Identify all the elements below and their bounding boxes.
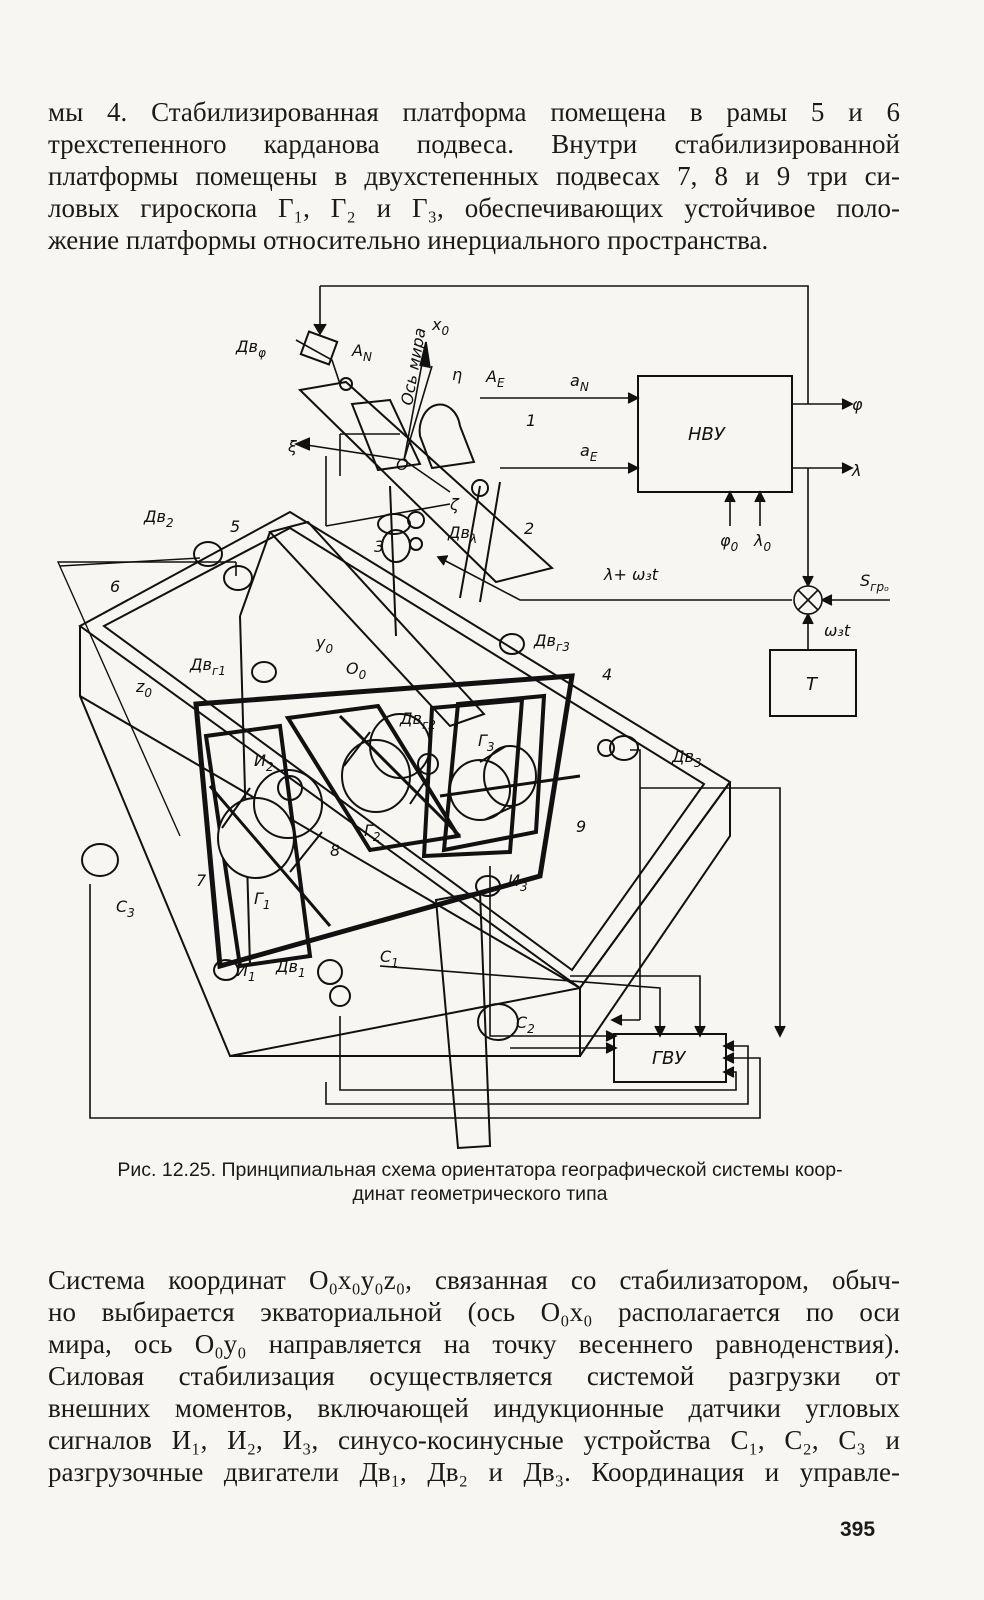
label-y0: y0 (315, 633, 333, 656)
label-dv-lambda: Двλ (447, 523, 477, 546)
stabilized-platform-4 (193, 673, 575, 970)
label-i3: И3 (508, 871, 528, 894)
paragraph-bottom: Система координат O₀x₀y₀z₀, связанная со… (48, 1264, 900, 1488)
label-1: 1 (526, 411, 536, 430)
label-4: 4 (602, 665, 612, 684)
nvu-label: НВУ (688, 424, 726, 445)
label-dv2: Дв2 (143, 507, 174, 530)
label-in-phi0: φ0 (720, 531, 739, 554)
label-o: O (396, 455, 409, 474)
label-3: 3 (374, 537, 384, 556)
text-line: платформы помещены в двухстепенных подве… (48, 161, 900, 191)
label-g1: Г1 (254, 889, 271, 912)
label-a-e: AE (485, 367, 505, 390)
label-in-lambda0: λ0 (753, 531, 771, 554)
figure-caption: Рис. 12.25. Принципиальная схема ориента… (40, 1158, 920, 1206)
nvu-block (637, 375, 793, 493)
accelerometer-platform-1 (295, 330, 555, 637)
label-7: 7 (196, 871, 207, 890)
label-8: 8 (330, 841, 340, 860)
gyro-rotors (208, 713, 581, 927)
paragraph-top: мы 4. Стабилизированная платформа помеще… (48, 96, 900, 256)
label-c1: C1 (380, 947, 399, 970)
label-a-n: AN (351, 341, 372, 364)
label-s-grp: Sгрₒ (860, 571, 889, 594)
label-sig-ae: aE (580, 441, 598, 464)
label-6: 6 (110, 577, 120, 596)
label-z0: z0 (135, 677, 152, 700)
label-dv1: Дв1 (275, 957, 306, 980)
label-xi: ξ (287, 437, 298, 456)
label-c3: C3 (116, 897, 135, 920)
text-line: внешних моментов, включающей индукционны… (48, 1393, 900, 1423)
label-5: 5 (230, 517, 240, 536)
label-dv-g3: Двг3 (533, 631, 570, 654)
gyro-orientator-diagram: НВУ Т ГВУ Двφ AN Ось мира x0 η AE ξ O ζ … (56, 285, 890, 1150)
text-line: но выбирается экваториальной (ось O₀x₀ р… (48, 1297, 900, 1327)
text-line: разгрузочные двигатели Дв₁, Дв₂ и Дв₃. К… (48, 1457, 900, 1487)
motors-sensors (81, 541, 639, 1041)
label-9: 9 (576, 817, 586, 836)
text-line: ловых гироскопа Г₁, Г₂ и Г₃, обеспечиваю… (48, 193, 900, 223)
label-out-phi: φ (852, 395, 863, 414)
label-c2: C2 (516, 1013, 535, 1036)
feedback-wiring (56, 561, 786, 1119)
text-line: трехстепенного карданова подвеса. Внутри… (48, 129, 900, 159)
gvu-label: ГВУ (652, 1048, 686, 1069)
label-i1: И1 (236, 961, 256, 984)
axes-o (293, 341, 451, 493)
text-line: жение платформы относительно инерциально… (48, 225, 769, 255)
label-sig-an: aN (570, 371, 589, 394)
label-dv-g2: Двг2 (399, 709, 436, 732)
t-block (769, 649, 857, 717)
page-number: 395 (840, 1518, 876, 1541)
label-dv-phi: Двφ (235, 337, 266, 360)
outer-frame-6 (59, 510, 732, 1058)
text-line: мира, ось O₀y₀ направляется на точку вес… (48, 1329, 900, 1359)
figure-labels: Двφ AN Ось мира x0 η AE ξ O ζ 1 2 3 4 5 … (110, 315, 889, 1036)
label-x0: x0 (431, 315, 449, 338)
label-i2: И2 (254, 751, 274, 774)
caption-line: Рис. 12.25. Принципиальная схема ориента… (117, 1159, 843, 1181)
label-out-lambda: λ (851, 461, 861, 480)
label-lambda-w3t: λ+ ω₃t (603, 565, 659, 584)
label-eta: η (452, 365, 462, 384)
block-labels: НВУ Т ГВУ (652, 424, 819, 1069)
label-dv-g1: Двг1 (189, 655, 226, 678)
t-label: Т (806, 674, 819, 695)
text-line: Система координат O₀x₀y₀z₀, связанная со… (48, 1265, 900, 1295)
label-zeta: ζ (449, 495, 460, 514)
text-line: сигналов И₁, И₂, И₃, синусо-косинусные у… (48, 1425, 900, 1455)
text-line: Силовая стабилизация осуществляется сист… (48, 1361, 900, 1391)
text-line: мы 4. Стабилизированная платформа помеще… (48, 97, 900, 127)
label-g3: Г3 (478, 731, 495, 754)
control-wiring (313, 285, 890, 650)
label-w3t: ω₃t (824, 621, 851, 640)
label-2: 2 (524, 519, 534, 538)
caption-line: динат геометрического типа (352, 1183, 608, 1205)
label-g2: Г2 (364, 821, 381, 844)
label-dv3: Дв3 (671, 747, 702, 770)
label-o0: O0 (346, 659, 367, 682)
